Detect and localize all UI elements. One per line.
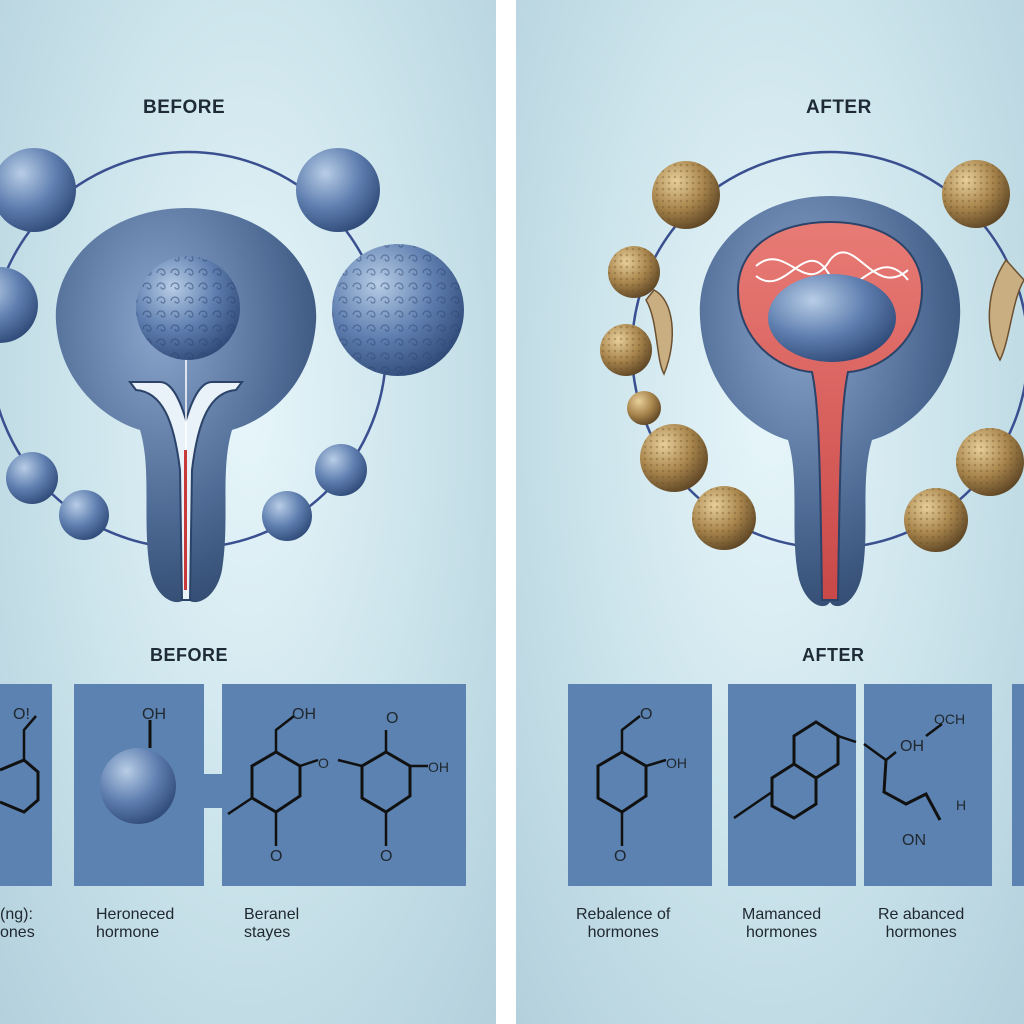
after-top-heading: AFTER bbox=[806, 97, 872, 118]
after-card-4 bbox=[1012, 684, 1024, 886]
card-caption: Heroneced hormone bbox=[96, 906, 175, 941]
formula-label: OH bbox=[428, 759, 449, 775]
before-top-heading: BEFORE bbox=[143, 97, 226, 118]
gland-illustration bbox=[55, 208, 317, 603]
card-caption: Re abanced hormones bbox=[878, 906, 965, 941]
formula-label: O bbox=[640, 706, 653, 723]
before-illustration bbox=[0, 148, 466, 886]
formula-label: OH bbox=[142, 706, 166, 723]
formula-label: O bbox=[614, 848, 627, 865]
hormone-spheres bbox=[0, 148, 464, 541]
formula-label: O! bbox=[13, 706, 30, 723]
formula-label: O bbox=[270, 848, 283, 865]
before-card-1 bbox=[0, 684, 52, 886]
hormone-seeds bbox=[600, 160, 1024, 552]
before-card-2 bbox=[74, 684, 204, 886]
panel-divider bbox=[496, 0, 516, 1024]
formula-label: OCH bbox=[934, 711, 966, 727]
card-caption: Mamanced hormones bbox=[742, 906, 822, 941]
formula-label: OH bbox=[292, 706, 316, 723]
formula-label: O bbox=[318, 755, 329, 771]
after-section-heading: AFTER bbox=[802, 645, 865, 665]
after-card-3 bbox=[863, 684, 992, 886]
card-caption: Rebalence of hormones bbox=[576, 906, 671, 941]
formula-label: H bbox=[956, 797, 967, 813]
formula-label: O bbox=[380, 848, 393, 865]
after-illustration bbox=[568, 150, 1024, 886]
before-section-heading: BEFORE bbox=[150, 645, 229, 665]
formula-label: O bbox=[386, 710, 399, 727]
card-caption: (ng): ones bbox=[0, 906, 35, 941]
before-card-3 bbox=[204, 684, 466, 886]
after-panel: AFTER AFTER O OH O OCH OH H ON Rebalence… bbox=[516, 0, 1024, 1024]
formula-label: OH bbox=[666, 755, 687, 771]
card-caption: Beranel stayes bbox=[244, 906, 300, 941]
after-card-2 bbox=[728, 684, 857, 886]
before-panel: BEFORE BEFORE O! OH OH O OH O O O (ng): … bbox=[0, 0, 496, 1024]
formula-label: ON bbox=[902, 832, 926, 849]
formula-label: OH bbox=[900, 738, 924, 755]
gland-illustration bbox=[699, 196, 961, 607]
after-card-1 bbox=[568, 684, 712, 886]
